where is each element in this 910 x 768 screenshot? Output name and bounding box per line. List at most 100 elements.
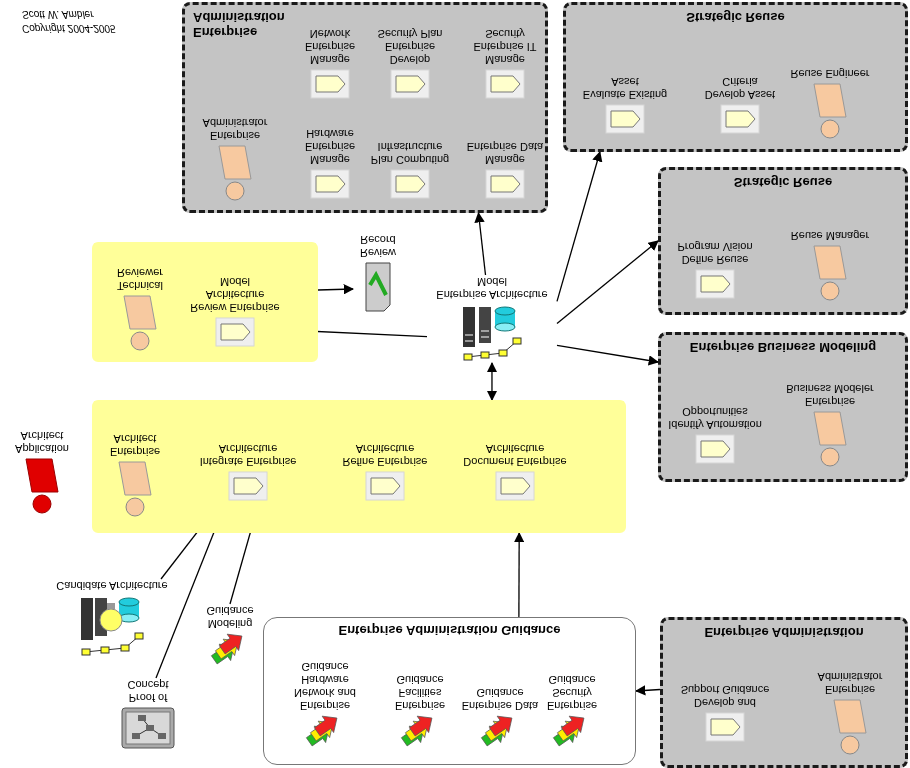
- guidance-node: Modeling Guidance: [195, 604, 265, 668]
- guidance-node: Enterprise Network and Hardware Guidance: [286, 660, 364, 750]
- node-label: Manage Enterprise IT Security: [462, 27, 548, 66]
- icon-part: [814, 84, 846, 117]
- group-heading: Strategic Reuse: [665, 175, 901, 190]
- model-icon: [459, 303, 525, 363]
- task-node: Document Enterprise Architecture: [460, 442, 570, 502]
- guidance-icon: [552, 714, 592, 750]
- icon-part: [821, 448, 839, 466]
- connector: [557, 152, 600, 301]
- icon-part: [100, 609, 122, 631]
- connector: [478, 213, 485, 275]
- role-icon: [830, 698, 870, 756]
- node-label: Identify Automation Opportunities: [665, 405, 765, 431]
- node-label: Plan Computing Infrastructure: [370, 140, 450, 166]
- task-node: Plan Computing Infrastructure: [370, 140, 450, 200]
- icon-part: [486, 70, 524, 98]
- group-heading: Enterprise Administration Guidance: [268, 623, 631, 638]
- role-icon: [120, 294, 160, 352]
- icon-part: [396, 76, 425, 92]
- icon-part: [146, 725, 154, 731]
- group-heading: Strategic Reuse: [570, 10, 901, 25]
- node-label: Develop and Support Guidance: [680, 683, 770, 709]
- activity-group: Strategic ReuseEvaluate Existing Asset De…: [563, 2, 908, 152]
- icon-part: [606, 105, 644, 133]
- node-label: Reuse Manager: [785, 229, 875, 242]
- node-label: Review Record: [353, 233, 403, 259]
- icon-part: [126, 712, 170, 744]
- node-label: Enterprise Administrator: [810, 670, 890, 696]
- role-icon: [115, 460, 155, 518]
- node-label: Manage Enterprise Network: [290, 27, 370, 66]
- node-label: Manage Enterprise Data: [462, 140, 548, 166]
- task-icon: [693, 433, 737, 465]
- node-label: Manage Enterprise Hardware: [290, 127, 370, 166]
- icon-part: [311, 70, 349, 98]
- guidance-group: Enterprise Administration GuidanceEnterp…: [263, 617, 636, 765]
- node-label: Evaluate Existing Asset: [580, 75, 670, 101]
- task-node: Identify Automation Opportunities: [665, 405, 765, 465]
- task-node: Manage Enterprise IT Security: [462, 27, 548, 100]
- copyright-note: Scott W. Ambler: [22, 8, 94, 21]
- icon-part: [119, 462, 151, 495]
- icon-part: [121, 645, 129, 651]
- icon-part: [834, 700, 866, 733]
- icon-part: [711, 719, 740, 735]
- icon-part: [135, 633, 143, 639]
- icon-part: [487, 714, 518, 740]
- connector: [636, 689, 660, 691]
- task-icon: [308, 68, 352, 100]
- artifact-node: Enterprise Architecture Model: [427, 275, 557, 363]
- artifact-node: Candidate Architecture: [42, 579, 182, 658]
- icon-part: [122, 708, 174, 748]
- icon-part: [486, 170, 524, 198]
- icon-part: [226, 182, 244, 200]
- activity-group: Strategic ReuseDefine Reuse Program Visi…: [658, 167, 908, 315]
- node-label: Enterprise Network and Hardware Guidance: [286, 660, 364, 712]
- icon-part: [312, 714, 343, 740]
- icon-part: [821, 282, 839, 300]
- node-label: Enterprise Security Guidance: [533, 673, 611, 712]
- node-label: Refine Enterprise Architecture: [330, 442, 440, 468]
- icon-part: [101, 647, 109, 653]
- role-band: Enterprise ArchitectIntegrate Enterprise…: [92, 400, 626, 533]
- icon-part: [701, 276, 730, 292]
- icon-part: [366, 263, 390, 311]
- icon-part: [841, 736, 859, 754]
- activity-group: Enterprise Business ModelingIdentify Aut…: [658, 332, 908, 482]
- icon-part: [366, 472, 404, 500]
- icon-part: [559, 714, 590, 740]
- node-label: Enterprise Architect: [95, 432, 175, 458]
- icon-part: [481, 331, 489, 332]
- icon-part: [465, 335, 473, 336]
- task-icon: [308, 168, 352, 200]
- activity-group: Enterprise AdministrationEnterprise Admi…: [182, 2, 548, 213]
- task-icon: [388, 168, 432, 200]
- task-icon: [213, 316, 257, 348]
- connector: [518, 533, 520, 617]
- task-icon: [693, 268, 737, 300]
- icon-part: [491, 176, 520, 192]
- icon-part: [81, 598, 93, 640]
- icon-part: [495, 307, 515, 315]
- task-icon: [388, 68, 432, 100]
- node-label: Define Reuse Program Vision: [665, 240, 765, 266]
- icon-part: [26, 459, 58, 492]
- node-label: Technical Reviewer: [100, 266, 180, 292]
- task-node: Develop Asset Criteria: [695, 75, 785, 135]
- icon-part: [465, 341, 473, 342]
- icon-part: [487, 714, 518, 740]
- task-node: Manage Enterprise Data: [462, 140, 548, 200]
- icon-part: [706, 713, 744, 741]
- node-label: Review Enterprise Architecture Model: [190, 275, 280, 314]
- role-icon: [810, 244, 850, 302]
- task-icon: [483, 168, 527, 200]
- role-icon: [810, 82, 850, 140]
- icon-part: [216, 318, 254, 346]
- role-node: Technical Reviewer: [100, 266, 180, 352]
- icon-part: [312, 714, 343, 740]
- icon-part: [132, 733, 140, 739]
- icon-part: [391, 70, 429, 98]
- icon-part: [464, 354, 472, 360]
- node-label: Enterprise Architecture Model: [427, 275, 557, 301]
